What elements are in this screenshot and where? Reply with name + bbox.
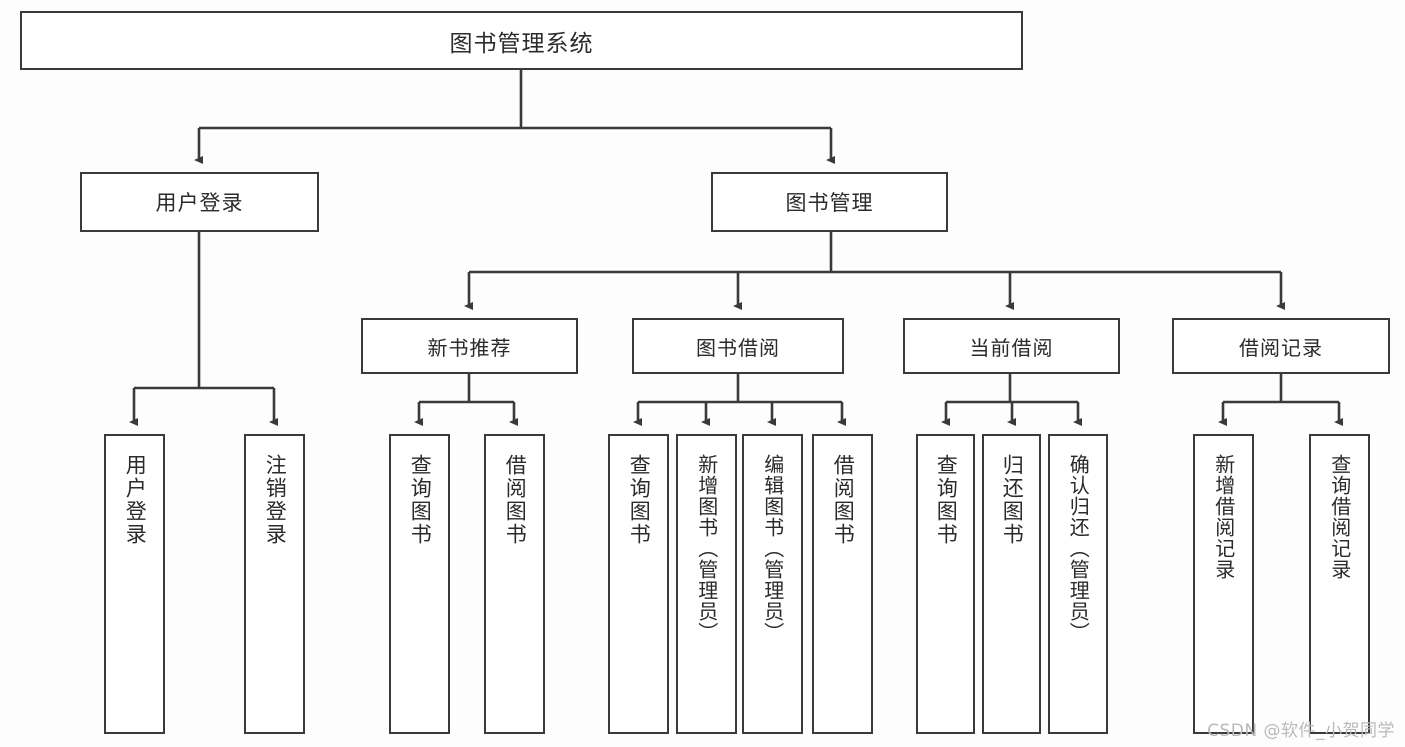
- leaf-label: 借阅图书: [503, 454, 528, 546]
- node-label: 用户登录: [155, 191, 244, 215]
- leaf-label: 编辑图书（管理员）: [760, 454, 785, 643]
- leaf-borrow-book[interactable]: 借阅图书: [812, 434, 873, 734]
- node-book-management[interactable]: 图书管理: [711, 172, 948, 232]
- leaf-query-book-recommend[interactable]: 查询图书: [389, 434, 450, 734]
- leaf-label: 查询借阅记录: [1327, 454, 1352, 580]
- leaf-label: 查询图书: [408, 454, 433, 546]
- leaf-add-borrow-record[interactable]: 新增借阅记录: [1193, 434, 1254, 734]
- node-label: 图书借阅: [696, 335, 780, 360]
- leaf-label: 新增图书（管理员）: [694, 454, 719, 643]
- node-current-borrow[interactable]: 当前借阅: [903, 318, 1120, 374]
- leaf-query-book-borrow[interactable]: 查询图书: [608, 434, 669, 734]
- node-new-book-recommend[interactable]: 新书推荐: [361, 318, 578, 374]
- leaf-label: 借阅图书: [831, 454, 856, 546]
- leaf-borrow-book-recommend[interactable]: 借阅图书: [484, 434, 545, 734]
- node-label: 图书管理: [785, 191, 874, 215]
- leaf-confirm-return-admin[interactable]: 确认归还（管理员）: [1048, 434, 1108, 734]
- leaf-label: 用户登录: [123, 454, 148, 546]
- leaf-label: 注销登录: [263, 454, 288, 546]
- leaf-label: 确认归还（管理员）: [1066, 454, 1091, 643]
- leaf-query-book-current[interactable]: 查询图书: [916, 434, 975, 734]
- leaf-label: 查询图书: [934, 454, 959, 546]
- leaf-query-borrow-record[interactable]: 查询借阅记录: [1309, 434, 1370, 734]
- node-label: 新书推荐: [427, 335, 512, 360]
- node-borrow-record[interactable]: 借阅记录: [1172, 318, 1390, 374]
- leaf-label: 归还图书: [1000, 454, 1025, 546]
- leaf-edit-book-admin[interactable]: 编辑图书（管理员）: [742, 434, 803, 734]
- leaf-label: 查询图书: [627, 454, 652, 546]
- leaf-label: 新增借阅记录: [1211, 454, 1236, 580]
- node-user-login[interactable]: 用户登录: [80, 172, 319, 232]
- node-label: 借阅记录: [1239, 335, 1323, 360]
- node-label: 图书管理系统: [449, 30, 594, 57]
- leaf-return-book[interactable]: 归还图书: [982, 434, 1041, 734]
- watermark: CSDN @软件_小贺同学: [1207, 721, 1395, 741]
- node-root-system[interactable]: 图书管理系统: [20, 11, 1023, 70]
- leaf-user-login[interactable]: 用户登录: [104, 434, 165, 734]
- node-book-borrow[interactable]: 图书借阅: [632, 318, 844, 374]
- leaf-add-book-admin[interactable]: 新增图书（管理员）: [676, 434, 737, 734]
- node-label: 当前借阅: [969, 335, 1054, 360]
- leaf-logout[interactable]: 注销登录: [244, 434, 305, 734]
